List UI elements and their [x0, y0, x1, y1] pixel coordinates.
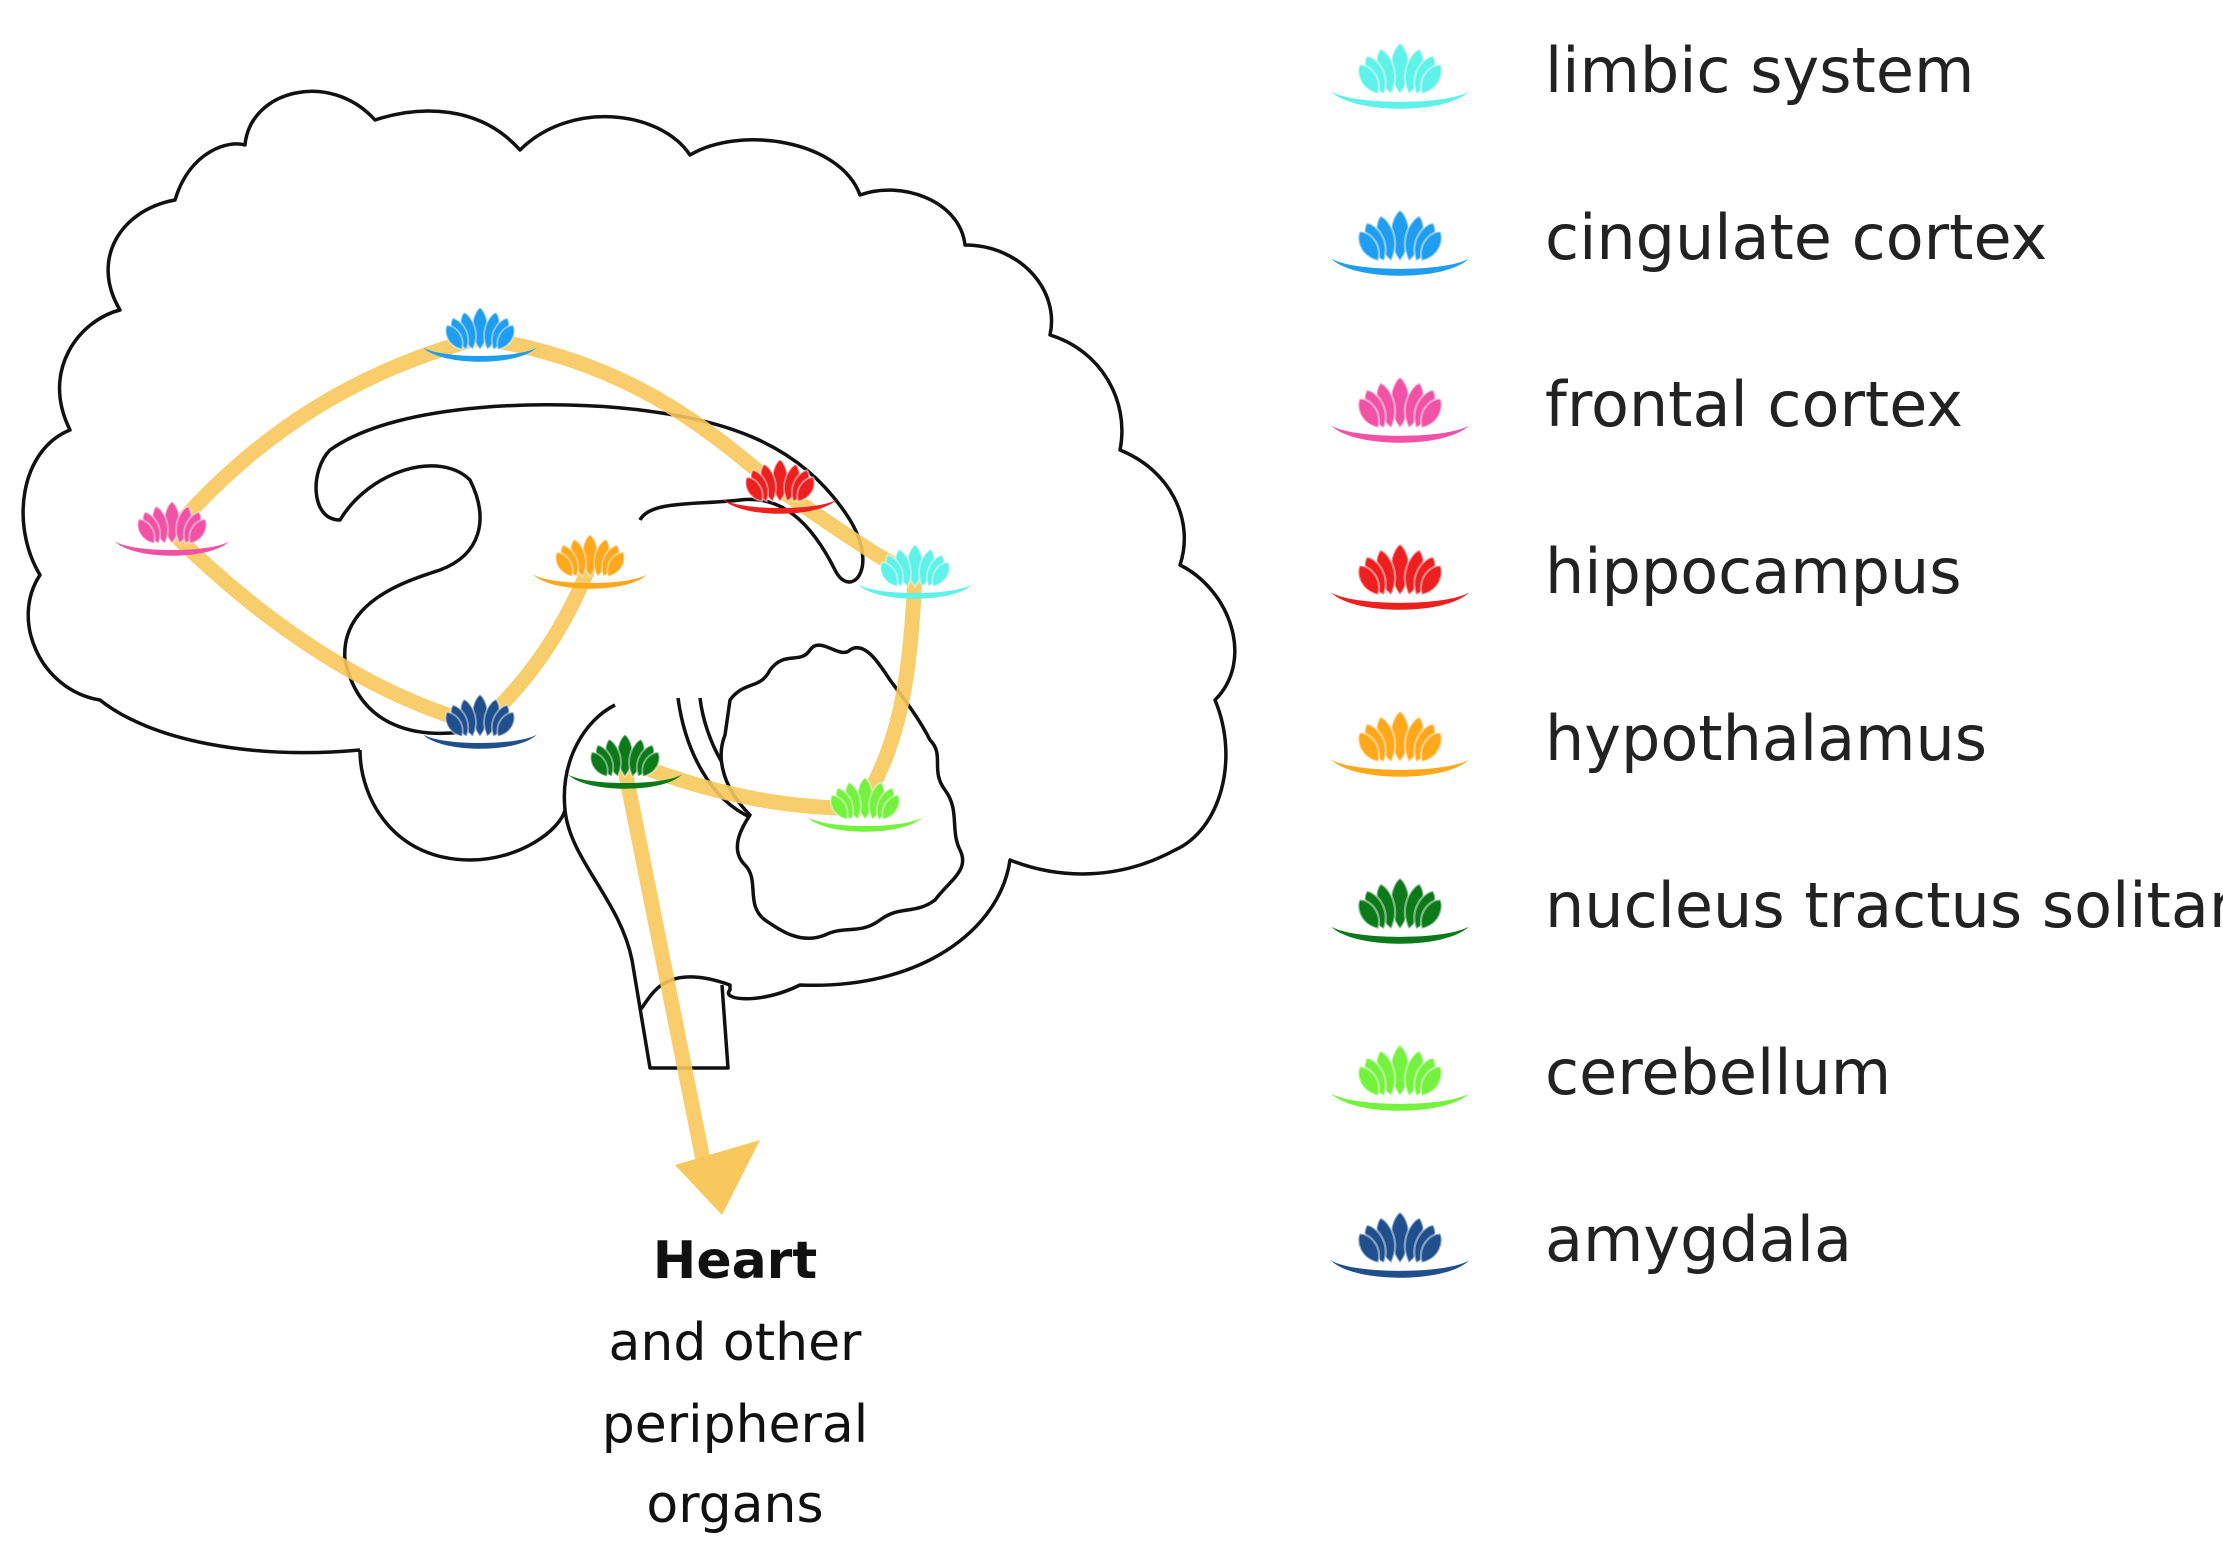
legend-item-nts: nucleus tractus solitarus [1331, 869, 2223, 944]
legend: limbic system cingulate cortex frontal cor… [1331, 34, 2223, 1278]
legend-item-frontal: frontal cortex [1331, 368, 1963, 443]
region-amygdala-lotus-icon [423, 693, 537, 749]
legend-frontal-lotus-icon [1331, 375, 1469, 443]
legend-item-hypothalamus: hypothalamus [1331, 702, 1987, 777]
legend-amygdala-lotus-icon [1331, 1210, 1469, 1278]
legend-label-nts: nucleus tractus solitarus [1545, 869, 2223, 942]
region-cingulate-lotus-icon [423, 306, 537, 362]
corpus-callosum [314, 403, 865, 736]
legend-nts-lotus-icon [1331, 876, 1469, 944]
cerebrum-outline [21, 89, 1237, 1012]
brainstem [562, 703, 730, 1070]
path-nts-heart [617, 762, 713, 1178]
legend-hypothalamus-lotus-icon [1331, 709, 1469, 777]
path-limbic-cerebellum [857, 567, 923, 808]
legend-cingulate-lotus-icon [1331, 208, 1469, 276]
path-cingulate-hippocampus [472, 330, 788, 498]
caption-line-1: and other [609, 1313, 863, 1373]
caption-line-3: organs [646, 1475, 823, 1535]
legend-cerebellum-lotus-icon [1331, 1043, 1469, 1111]
legend-label-cingulate: cingulate cortex [1545, 201, 2047, 274]
region-nts-lotus-icon [568, 733, 682, 789]
legend-item-limbic: limbic system [1331, 34, 1974, 109]
caption-title: Heart [653, 1231, 817, 1291]
region-frontal-lotus-icon [115, 500, 229, 556]
arrow-head-icon [675, 1140, 760, 1215]
legend-label-amygdala: amygdala [1545, 1203, 1852, 1276]
region-cerebellum-lotus-icon [808, 776, 922, 832]
legend-item-cingulate: cingulate cortex [1331, 201, 2047, 276]
legend-label-frontal: frontal cortex [1545, 368, 1963, 441]
legend-item-amygdala: amygdala [1331, 1203, 1852, 1278]
caption-line-2: peripheral [602, 1395, 868, 1455]
path-frontal-cingulate [164, 330, 488, 540]
region-hippocampus-lotus-icon [723, 458, 837, 514]
legend-label-hippocampus: hippocampus [1545, 535, 1962, 608]
legend-item-cerebellum: cerebellum [1331, 1036, 1891, 1111]
legend-item-hippocampus: hippocampus [1331, 535, 1962, 610]
path-frontal-amygdala [164, 524, 488, 733]
region-hypothalamus-lotus-icon [533, 533, 647, 589]
legend-label-cerebellum: cerebellum [1545, 1036, 1891, 1109]
region-limbic-lotus-icon [858, 543, 972, 599]
legend-hippocampus-lotus-icon [1331, 542, 1469, 610]
legend-label-hypothalamus: hypothalamus [1545, 702, 1987, 775]
brain-region-markers [115, 306, 972, 832]
legend-limbic-lotus-icon [1331, 41, 1469, 109]
output-caption: Heart and other peripheral organs [602, 1231, 868, 1535]
brainstem-contour [358, 749, 567, 862]
brain-outline [21, 89, 1237, 1070]
legend-label-limbic: limbic system [1545, 34, 1974, 107]
